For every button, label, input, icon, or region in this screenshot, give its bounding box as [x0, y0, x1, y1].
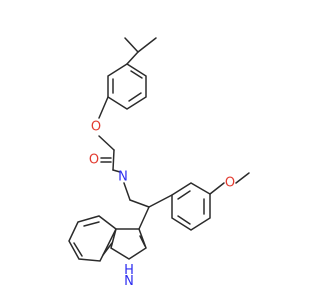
methoxyphenyl-double-3 — [177, 215, 191, 225]
ring-to-methoxy-oxygen-bond — [209, 182, 225, 195]
methoxyphenyl-ring — [171, 182, 211, 231]
isopropyl-bond-right — [137, 37, 157, 53]
methoxy-oxygen-label: O — [225, 176, 235, 191]
ch2-to-ch-bond — [129, 199, 150, 208]
ether-to-ch2-bond — [98, 135, 115, 151]
upper-benzene-ring — [107, 63, 147, 110]
methoxyphenyl-double-1 — [177, 190, 191, 200]
indole-benzene-double-2 — [73, 242, 83, 257]
ch2-to-carbonyl-bond — [112, 149, 115, 171]
carbonyl-to-n-bond — [112, 169, 121, 173]
amide-nitrogen-label: N — [118, 170, 128, 185]
carbonyl-oxygen-label: O — [89, 153, 99, 168]
upper-benzene-double-2 — [128, 92, 142, 102]
isopropyl-bond-ring — [126, 51, 139, 65]
ether-oxygen-label: O — [91, 120, 101, 135]
n-to-ch2-bond — [123, 182, 131, 201]
indole-benzene-double-3 — [102, 242, 113, 256]
methoxy-bond — [235, 172, 250, 184]
upper-benzene-double-1 — [130, 70, 143, 79]
isopropyl-bond-left — [124, 37, 139, 53]
indole-benzene-ring — [68, 215, 117, 262]
indole-pyrrole-ring — [110, 228, 147, 260]
indole-pyrrole-double — [139, 235, 146, 247]
indole-benzene-double-1 — [83, 221, 100, 227]
ring-to-ether-bond — [98, 96, 109, 119]
ch-to-methoxyphenyl-bond — [148, 194, 173, 208]
ch-to-indole-bond — [138, 206, 150, 230]
